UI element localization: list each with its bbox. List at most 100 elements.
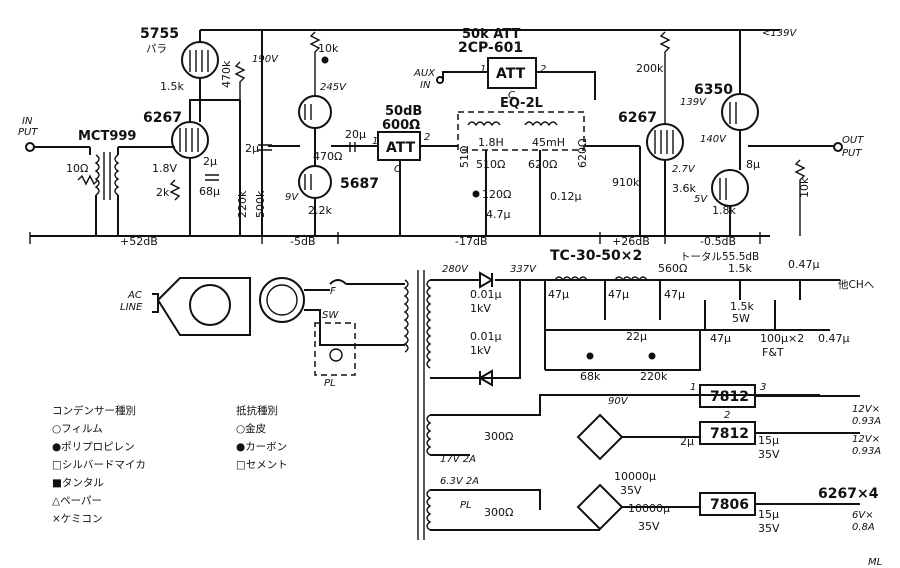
- input-transformer: [89, 147, 120, 236]
- reg1-pin1: 1: [690, 382, 696, 393]
- input-transformer-label: MCT999: [78, 129, 136, 144]
- v-35d: 35V: [758, 522, 780, 535]
- c-15b: 15μ: [758, 508, 779, 521]
- c-2u-b: 2μ: [245, 142, 259, 155]
- ac-receptacle: [259, 277, 305, 323]
- gain-4: +26dB: [612, 235, 650, 248]
- c-68u: 68μ: [199, 185, 220, 198]
- gain-2: -5dB: [290, 235, 316, 248]
- c-47a: 47μ: [548, 288, 569, 301]
- output-label-2: PUT: [842, 148, 862, 159]
- input-jack: [25, 142, 35, 152]
- power-transformer-hv: [426, 279, 432, 369]
- eq-dashed-box: [457, 111, 585, 151]
- hv-diode-1: [479, 271, 494, 289]
- r-15k-5w: 1.5k: [730, 300, 754, 313]
- att2-model: 2CP-601: [458, 40, 523, 56]
- att2-pin2: 2: [540, 64, 546, 75]
- c-47c: 47μ: [664, 288, 685, 301]
- v-140: 140V: [700, 134, 727, 145]
- eq-r620a: 620Ω: [528, 158, 557, 171]
- r-10k-b: 10k: [798, 177, 811, 198]
- power-transformer-63v: [426, 489, 432, 531]
- corner-mark: ML: [868, 557, 882, 568]
- r-220k-ps: 220k: [640, 370, 668, 383]
- tube-5755-grids: [189, 50, 209, 72]
- tube-5687-label: 5687: [340, 176, 379, 192]
- eq-inductor-2: [524, 121, 558, 127]
- kv-1b: 1kV: [470, 344, 491, 357]
- bridge-2: [576, 483, 624, 531]
- c-001b: 0.01μ: [470, 330, 502, 343]
- ac-receptacle-inner: [266, 284, 298, 316]
- att1-spec1: 50dB: [385, 104, 422, 119]
- r-10k-b-symbol: [794, 159, 806, 236]
- tube-6267-first: [171, 121, 209, 159]
- tube-6267-second-grids: [654, 130, 674, 154]
- eq-r51: 51Ω: [458, 146, 471, 168]
- eq-r120: 120Ω: [482, 188, 511, 201]
- tube-5755-label: 5755: [140, 26, 179, 42]
- gain-3: -17dB: [455, 235, 488, 248]
- aux-label-1: AUX: [413, 68, 436, 79]
- fuse-label: F: [330, 286, 336, 297]
- v-9: 9V: [285, 192, 299, 203]
- v-5: 5V: [694, 194, 708, 205]
- out-3a: 6V×: [852, 510, 874, 521]
- reg-outputs: [755, 395, 860, 505]
- power-transformer-core: [417, 270, 425, 540]
- att2-pin1: 1: [480, 64, 486, 75]
- out-1a: 12V×: [852, 404, 880, 415]
- r-200k-symbol: [659, 31, 671, 124]
- input-resistor-label: 10Ω: [66, 162, 88, 175]
- c-22: 22μ: [626, 330, 647, 343]
- ac-connector-body: [156, 277, 251, 336]
- reg-7806-label: 7806: [710, 497, 749, 513]
- c-100: 100μ×2: [760, 332, 804, 345]
- output-label-1: OUT: [842, 135, 864, 146]
- pot-1: 300Ω: [484, 430, 513, 443]
- pot-2: 300Ω: [484, 506, 513, 519]
- w-5: 5W: [732, 312, 750, 325]
- choke-1: [554, 276, 588, 282]
- r-36k: 3.6k: [672, 182, 696, 195]
- filter-verticals: [544, 280, 801, 370]
- att1-label: ATT: [386, 140, 416, 156]
- tube-6350-wires: [729, 30, 834, 236]
- gain-5: -0.5dB: [700, 235, 736, 248]
- r-470k: 470k: [220, 60, 233, 88]
- v-18: 1.8V: [152, 162, 177, 175]
- c-10000b: 10000μ: [628, 502, 670, 515]
- heater-label: 6267×4: [818, 486, 879, 502]
- c-2u-reg: 2μ: [680, 435, 694, 448]
- ac-label-1: AC: [127, 290, 142, 301]
- bridge-outputs: [622, 436, 700, 508]
- r-18k: 1.8k: [712, 204, 736, 217]
- first-stage-verticals: [239, 30, 263, 236]
- ac-socket: [189, 284, 231, 326]
- reg-7812-2-label: 7812: [710, 426, 749, 442]
- v-139: 139V: [680, 97, 707, 108]
- eq-r620b: 620Ω: [576, 139, 589, 168]
- r-220k-type: [648, 352, 656, 360]
- legend-caps-item-0: ○フィルム: [52, 423, 103, 435]
- ft-label: F&T: [762, 346, 784, 359]
- r-200k: 200k: [636, 62, 664, 75]
- c-47d: 47μ: [710, 332, 731, 345]
- r-10k-a-type: [321, 56, 329, 64]
- tube-6267-first-grids: [179, 128, 199, 152]
- reg-wiring: [430, 394, 820, 531]
- legend-res-item-0: ○金皮: [236, 422, 267, 435]
- c-047b: 0.47μ: [818, 332, 850, 345]
- v-245: 245V: [320, 82, 347, 93]
- legend-res-title: 抵抗種別: [236, 404, 278, 417]
- other-ch: 他CHへ: [838, 278, 874, 291]
- aux-label-2: IN: [420, 80, 431, 91]
- gain-brackets: [29, 232, 761, 244]
- kv-1a: 1kV: [470, 302, 491, 315]
- v-35a: 35V: [620, 484, 642, 497]
- c-47b: 47μ: [608, 288, 629, 301]
- mains-wires: [304, 279, 405, 346]
- tube-5755: [181, 41, 219, 79]
- c-68u-symbol: [205, 174, 219, 181]
